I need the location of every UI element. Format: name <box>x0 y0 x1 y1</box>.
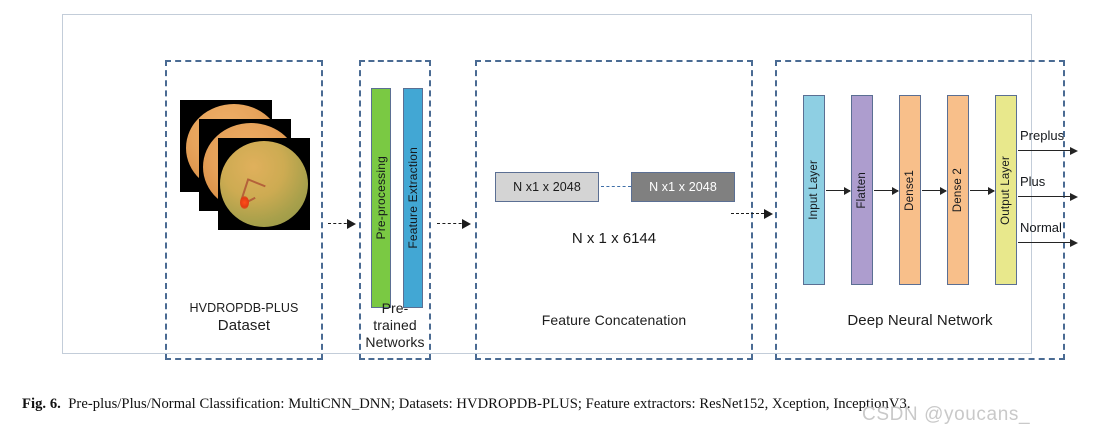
output-class-plus: Plus <box>1020 174 1046 189</box>
layer-dense2-label: Dense 2 <box>952 167 964 213</box>
stage-deep-neural-network: Input Layer Flatten Dense1 Dense 2 Outpu… <box>775 60 1078 360</box>
layer-flatten-label: Flatten <box>856 171 868 209</box>
concatenation-caption: Feature Concatenation <box>541 312 687 328</box>
dnn-layer-group: Input Layer Flatten Dense1 Dense 2 Outpu… <box>777 62 1078 358</box>
connector-arrow-dataset-to-pretrained <box>328 219 356 229</box>
output-class-normal: Normal <box>1020 220 1062 235</box>
stage-feature-concatenation: N x1 x 2048 N x1 x 2048 N x 1 x 6144 Fea… <box>475 60 753 360</box>
output-arrow-normal <box>1018 238 1078 247</box>
concatenated-vector-size: N x 1 x 6144 <box>571 230 657 247</box>
arrow-input-to-flatten <box>826 187 851 195</box>
pretrained-line1: Pre-trained <box>373 300 417 333</box>
stage-pretrained-networks: Pre-processing Feature Extraction Pre-tr… <box>359 60 431 360</box>
pretrained-caption: Pre-trained Networks <box>361 300 429 351</box>
fundus-image-stack <box>180 100 310 230</box>
arrow-dense1-to-dense2 <box>922 187 947 195</box>
bar-feature-extraction-label: Feature Extraction <box>406 147 420 249</box>
fundus-image-3 <box>218 138 310 230</box>
bar-pre-processing: Pre-processing <box>371 88 391 308</box>
dnn-caption: Deep Neural Network <box>847 312 993 329</box>
layer-dense1-label: Dense1 <box>904 169 916 211</box>
figure-caption: Fig. 6. Pre-plus/Plus/Normal Classificat… <box>22 396 1082 413</box>
stage-dataset: HVDROPDB-PLUS Dataset <box>165 60 323 360</box>
watermark: CSDN @youcans_ <box>862 404 1031 425</box>
arrow-dense2-to-output <box>970 187 995 195</box>
figure-number: Fig. 6. <box>22 396 61 412</box>
optic-disc-highlight <box>240 196 249 209</box>
bar-feature-extraction: Feature Extraction <box>403 88 423 308</box>
dataset-word: Dataset <box>217 317 271 334</box>
layer-output-label: Output Layer <box>1000 155 1012 225</box>
connector-arrow-concat-to-dnn <box>731 209 773 219</box>
pretrained-line2: Networks <box>365 334 425 350</box>
layer-input-label: Input Layer <box>808 160 820 220</box>
arrow-flatten-to-dense1 <box>874 187 899 195</box>
layer-dense1: Dense1 <box>899 95 921 285</box>
layer-output: Output Layer <box>995 95 1017 285</box>
feature-vector-box-b: N x1 x 2048 <box>631 172 735 202</box>
layer-dense2: Dense 2 <box>947 95 969 285</box>
dataset-name: HVDROPDB-PLUS <box>189 301 299 315</box>
dataset-caption: HVDROPDB-PLUS Dataset <box>167 300 321 334</box>
concat-dashed-link <box>601 186 631 187</box>
layer-flatten: Flatten <box>851 95 873 285</box>
layer-input: Input Layer <box>803 95 825 285</box>
output-arrow-plus <box>1018 192 1078 201</box>
output-arrow-preplus <box>1018 146 1078 155</box>
feature-vector-box-a: N x1 x 2048 <box>495 172 599 202</box>
figure-caption-text: Pre-plus/Plus/Normal Classification: Mul… <box>68 396 911 412</box>
connector-arrow-pretrained-to-concat <box>437 219 471 229</box>
output-class-preplus: Preplus <box>1020 128 1065 143</box>
bar-pre-processing-label: Pre-processing <box>374 156 388 240</box>
figure-frame: HVDROPDB-PLUS Dataset Pre-processing Fea… <box>62 14 1078 360</box>
